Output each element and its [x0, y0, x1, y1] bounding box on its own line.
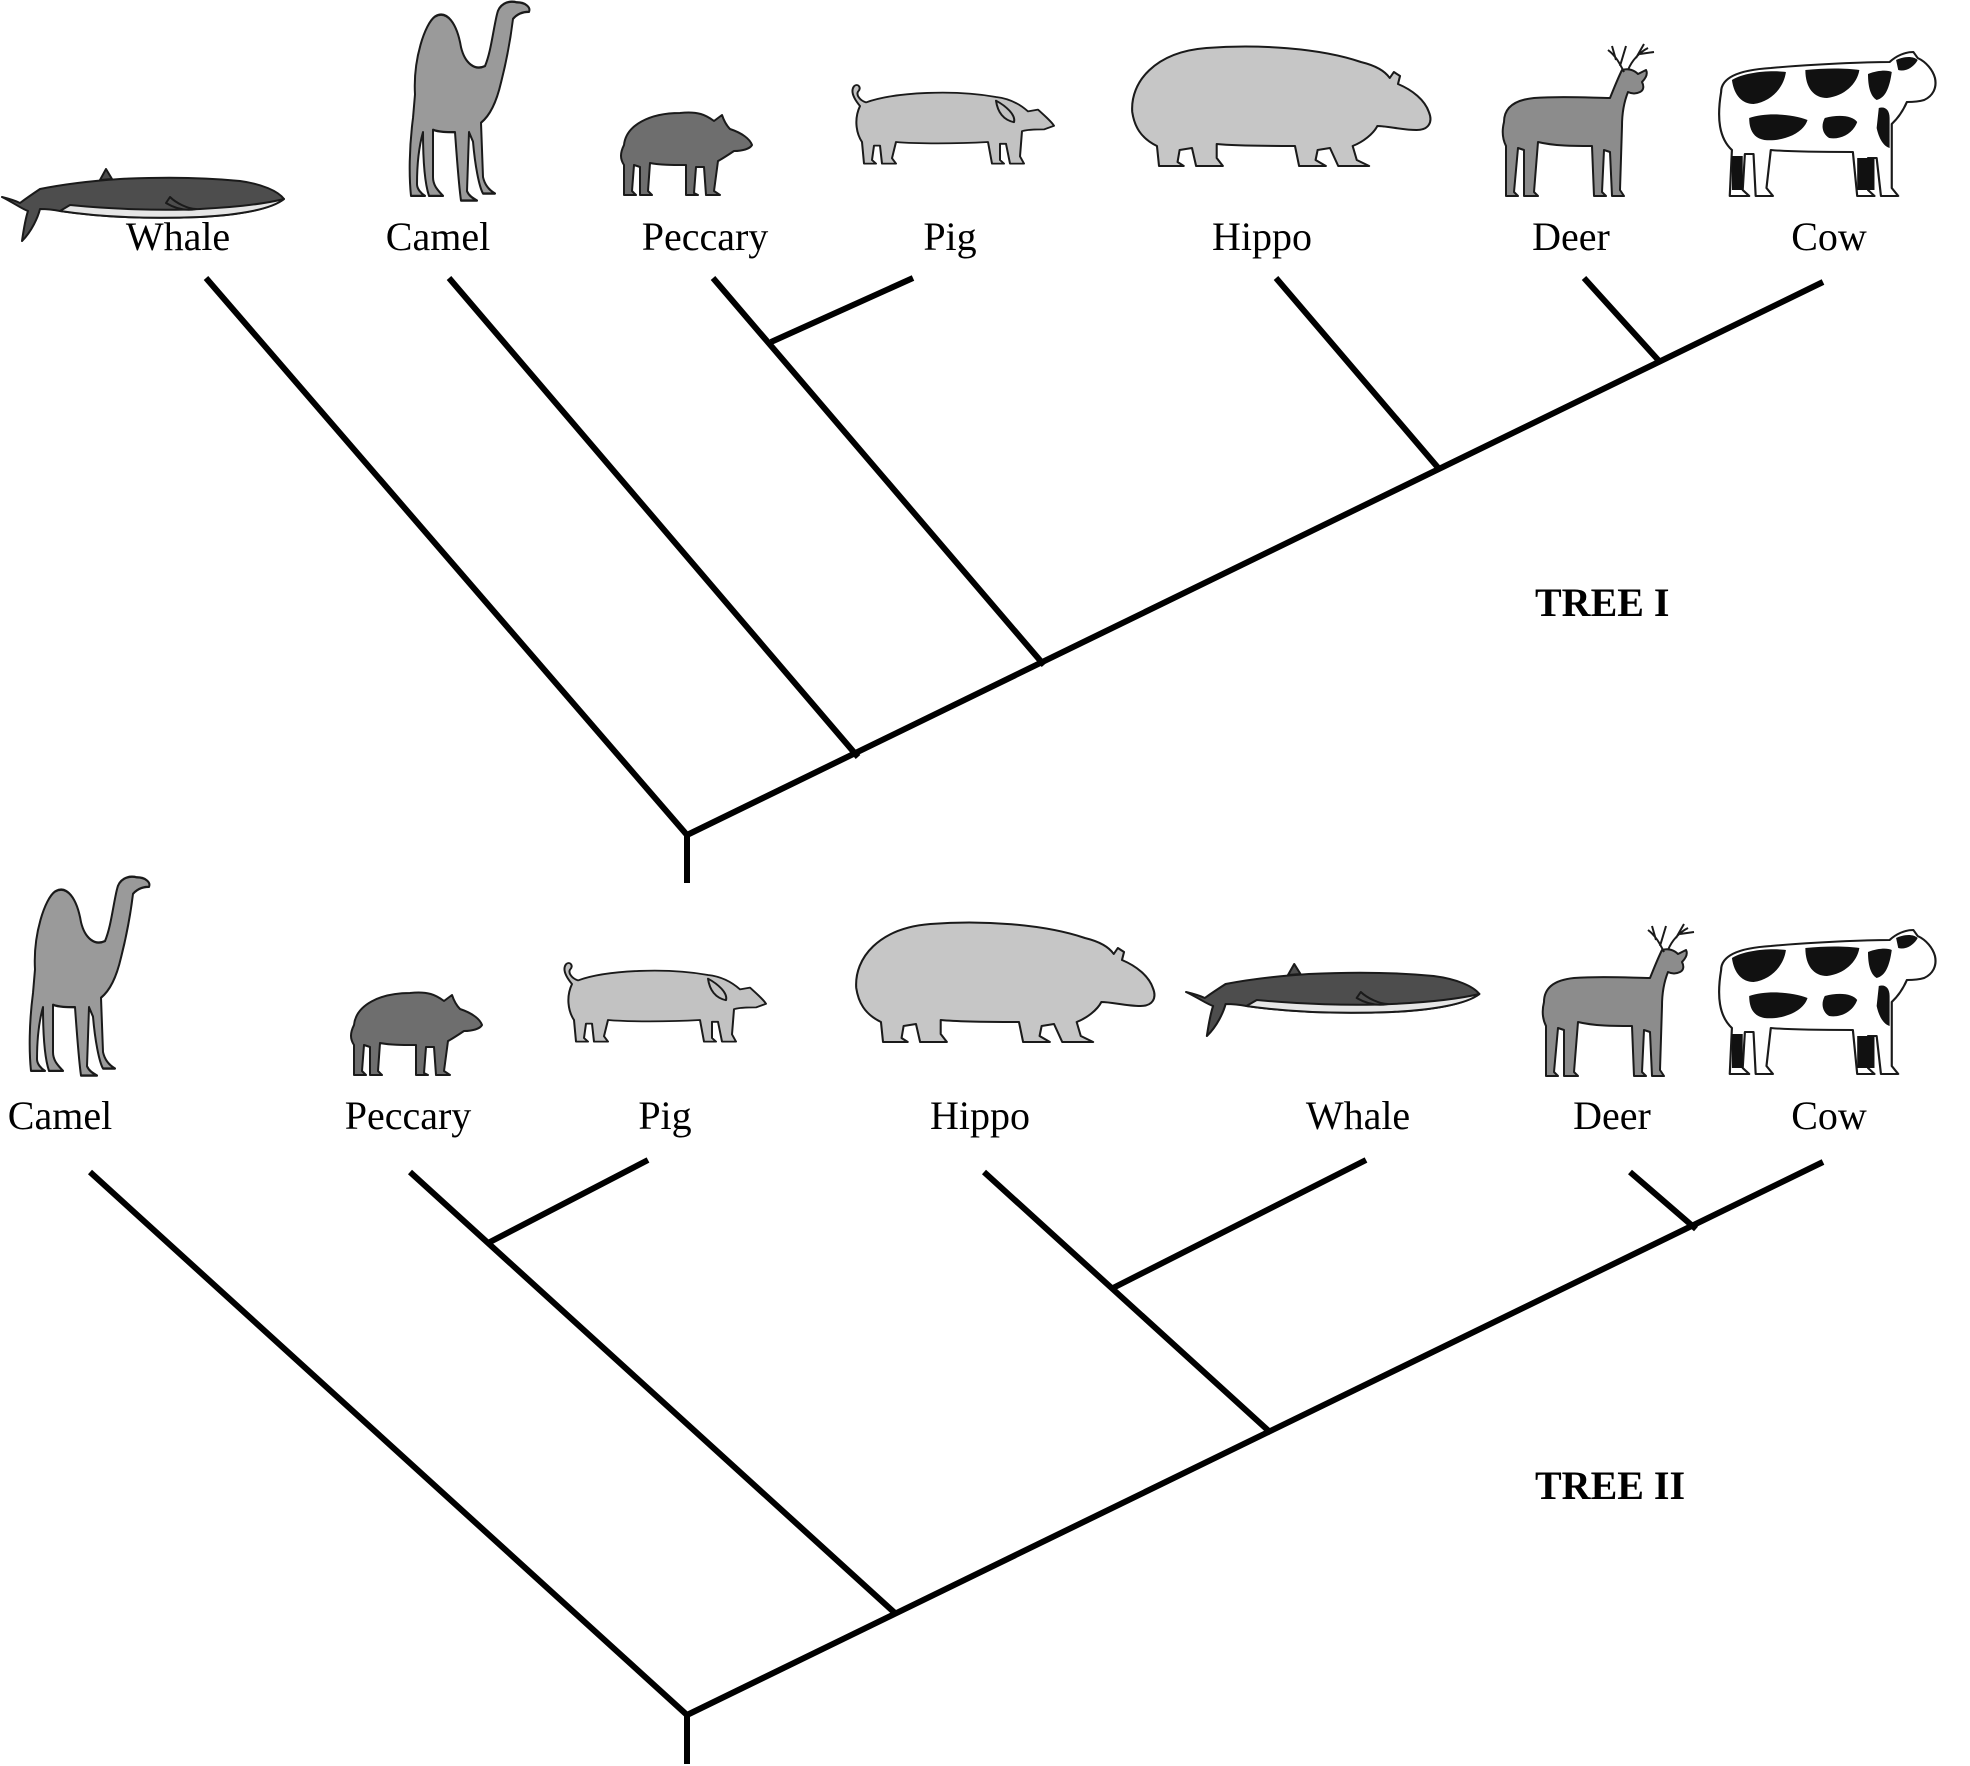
taxon-label: Hippo: [930, 1093, 1030, 1138]
branch-pig: [769, 275, 915, 345]
taxon-label: Cow: [1791, 214, 1867, 259]
branch-camel: [446, 276, 861, 759]
backbone: [685, 279, 1825, 838]
taxon-label: Camel: [386, 214, 490, 259]
tree-2: Camel Peccary Pig Hippo Whale Deer Cow T…: [8, 875, 1937, 1764]
branch-hippo: [981, 1169, 1274, 1436]
branch-peccary: [407, 1169, 899, 1617]
whale-icon: [1185, 962, 1481, 1038]
branch-hippo: [1273, 276, 1443, 472]
branch-deer: [1628, 1169, 1698, 1232]
taxon-label: Hippo: [1212, 214, 1312, 259]
cow-icon: [1718, 928, 1937, 1076]
taxon-label: Camel: [8, 1093, 112, 1138]
peccary-icon: [350, 991, 483, 1076]
tree-2-labels: Camel Peccary Pig Hippo Whale Deer Cow: [8, 1093, 1867, 1138]
branch-peccary: [710, 276, 1047, 667]
branch-whale: [1111, 1157, 1368, 1291]
tree-title: TREE II: [1535, 1463, 1685, 1508]
camel-icon: [408, 0, 531, 202]
taxon-label: Deer: [1532, 214, 1610, 259]
taxon-label: Peccary: [642, 214, 769, 259]
taxon-label: Peccary: [345, 1093, 472, 1138]
taxon-label: Deer: [1573, 1093, 1651, 1138]
hippo-icon: [855, 921, 1156, 1044]
tree-2-taxa-icons: [28, 875, 1937, 1077]
camel-icon: [28, 875, 151, 1077]
tree-1: Whale Camel Peccary Pig Hippo Deer Cow T…: [1, 0, 1937, 883]
branch-camel: [87, 1169, 690, 1718]
tree-title: TREE I: [1535, 580, 1670, 625]
branch-whale: [203, 276, 690, 837]
taxon-label: Pig: [923, 214, 976, 259]
peccary-icon: [620, 111, 753, 196]
taxon-label: Whale: [1306, 1093, 1410, 1138]
taxon-label: Pig: [638, 1093, 691, 1138]
backbone: [685, 1159, 1825, 1718]
tree-2-branches: [87, 1157, 1825, 1764]
tree-1-taxa-icons: [1, 0, 1937, 242]
taxon-label: Cow: [1791, 1093, 1867, 1138]
deer-icon: [1541, 923, 1695, 1077]
tree-1-branches: [203, 275, 1825, 883]
pig-icon: [851, 84, 1055, 165]
deer-icon: [1501, 43, 1655, 197]
cow-icon: [1718, 50, 1937, 198]
tree-1-labels: Whale Camel Peccary Pig Hippo Deer Cow: [126, 214, 1867, 259]
branch-pig: [486, 1157, 650, 1246]
branch-deer: [1581, 275, 1663, 365]
hippo-icon: [1131, 45, 1432, 168]
pig-icon: [563, 962, 767, 1043]
taxon-label: Whale: [126, 214, 230, 259]
